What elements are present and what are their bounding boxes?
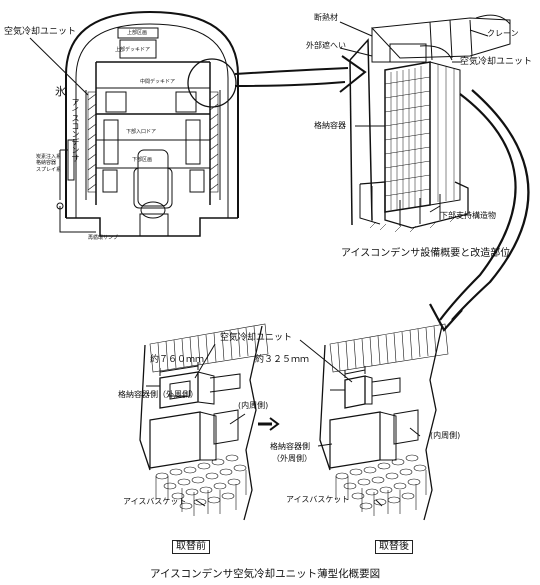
label-crane: クレーン <box>487 29 519 38</box>
label-lower-room: 下部区画 <box>132 157 153 163</box>
arrow-to-detail <box>234 55 367 93</box>
label-inner-side-after: (内周側) <box>430 431 461 440</box>
label-containment: 格納容器 <box>314 121 346 130</box>
label-upper-deck-door: 上部デッキドア <box>115 47 151 53</box>
label-containment-side-after-1: 格納容器側 <box>270 442 310 451</box>
label-size-after: 約３２５ｍｍ <box>255 355 310 365</box>
ice-condenser-detail-drawing <box>339 14 511 233</box>
label-inner-side-before: (内周側) <box>238 401 269 410</box>
label-lower-inlet-door: 下部入口ドア <box>126 129 157 135</box>
label-lower-support: 下部支持構造物 <box>440 211 496 220</box>
label-upper-room: 上部区画 <box>127 30 148 36</box>
label-before-replacement: 取替前 <box>172 540 210 554</box>
containment-section-drawing <box>29 10 239 237</box>
label-air-cooling-unit-top-right: 空気冷却ユニット <box>460 57 533 67</box>
label-insulation: 断熱材 <box>314 13 338 22</box>
label-recirc-sump: 再循環サンプ <box>88 235 118 241</box>
figure-caption: アイスコンデンサ空気冷却ユニット薄型化概要図 <box>150 568 381 580</box>
arrow-before-to-after <box>258 417 280 431</box>
before-replacement-drawing <box>139 323 269 521</box>
label-after-replacement: 取替後 <box>375 540 413 554</box>
label-ice-condenser-vertical: アイスコンデンサ <box>71 98 80 162</box>
label-ice-basket-after: アイスバスケット <box>286 495 350 504</box>
label-intermediate-deck-door: 中間デッキドア <box>140 79 176 85</box>
label-ice: 氷 <box>55 85 66 98</box>
arrow-to-comparison <box>429 89 530 332</box>
label-air-cooling-unit-bottom: 空気冷却ユニット <box>220 333 293 343</box>
label-air-cooling-unit-top-left: 空気冷却ユニット <box>4 27 77 37</box>
after-replacement-drawing <box>299 323 449 521</box>
label-ice-basket-before: アイスバスケット <box>123 497 187 506</box>
label-outer-shield: 外部遮へい <box>306 41 346 50</box>
label-containment-spray: 炭素注入系 格納容器 スプレイ系 <box>36 154 62 173</box>
caption-ice-condenser-overview: アイスコンデンサ設備概要と改造部位 <box>341 248 511 259</box>
label-containment-side-after-2: （外周側） <box>272 454 312 463</box>
label-containment-side-before: 格納容器側（外周側） <box>118 390 198 399</box>
label-size-before: 約７６０ｍｍ <box>150 355 205 365</box>
